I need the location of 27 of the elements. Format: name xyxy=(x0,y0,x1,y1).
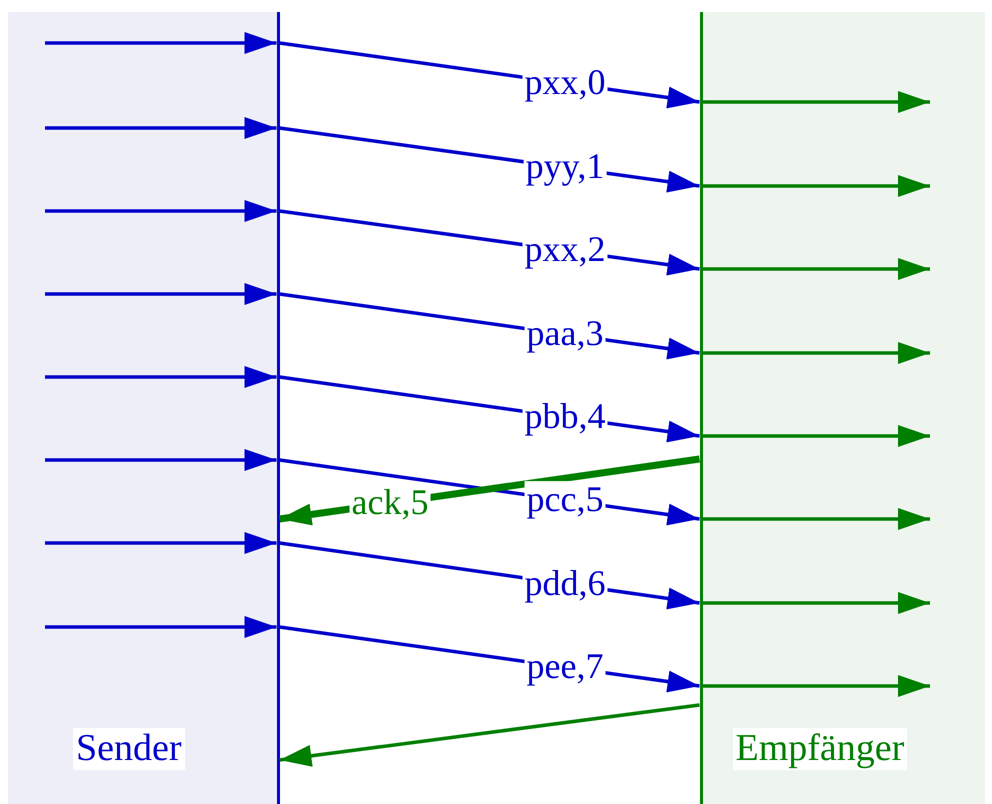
arrow xyxy=(279,41,700,108)
arrow xyxy=(279,375,700,442)
arrow xyxy=(279,209,700,276)
arrow xyxy=(45,32,276,54)
arrow xyxy=(45,449,276,471)
arrow xyxy=(45,366,276,388)
arrow xyxy=(702,592,930,614)
arrow xyxy=(702,91,930,113)
arrow xyxy=(45,117,276,139)
lifeline-label: Sender xyxy=(72,728,184,770)
lifeline-label: Empfänger xyxy=(732,728,908,770)
arrow xyxy=(45,200,276,222)
arrow xyxy=(702,258,930,280)
arrow xyxy=(45,532,276,554)
arrow xyxy=(279,625,700,692)
arrow xyxy=(45,616,276,638)
message-label: pcc,5 xyxy=(524,481,606,519)
arrow xyxy=(702,675,930,697)
arrow xyxy=(702,425,930,447)
arrow xyxy=(702,508,930,530)
arrow xyxy=(279,703,700,767)
arrow xyxy=(702,342,930,364)
arrow xyxy=(45,283,276,305)
arrow xyxy=(279,541,700,610)
arrow xyxy=(279,126,700,193)
arrow xyxy=(279,292,700,360)
arrow xyxy=(702,175,930,197)
